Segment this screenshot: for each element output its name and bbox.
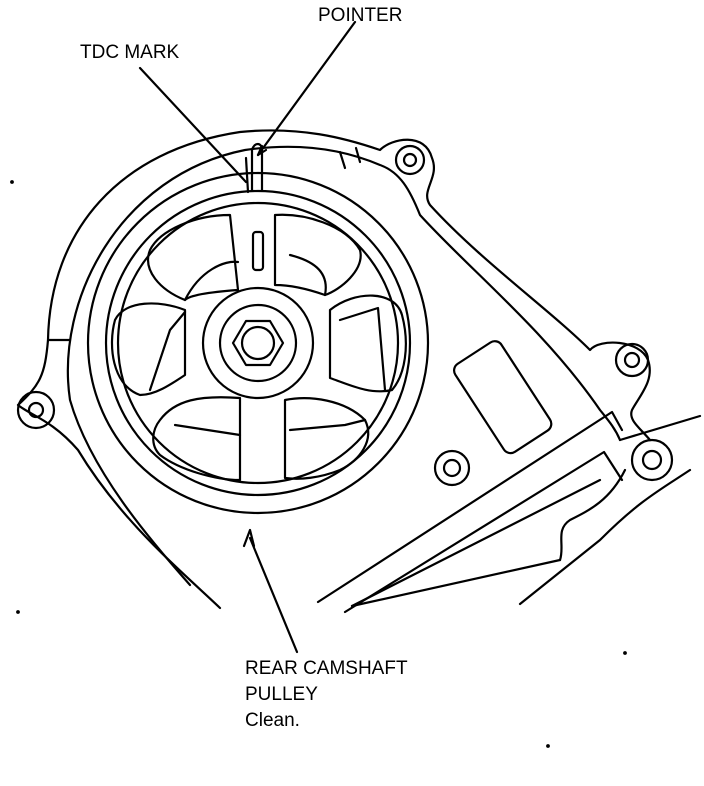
pulley-leader-arrow <box>242 528 256 548</box>
lower-housing-line-2 <box>343 450 624 614</box>
pointer-leader-arrow <box>256 144 268 157</box>
pulley-bolt-center <box>240 325 276 361</box>
right-edge-line <box>618 414 702 442</box>
pulley-hub <box>201 286 315 400</box>
lower-housing-line-1 <box>316 410 624 604</box>
spoke-window-left <box>110 302 187 397</box>
window-shade-4 <box>338 306 387 392</box>
cover-inner-rim <box>66 145 622 587</box>
spoke-window-bottom-left <box>152 396 242 482</box>
cover-outer-edge <box>16 129 652 610</box>
pulley-label: PULLEY <box>245 684 318 705</box>
clean-note-label: Clean. <box>245 710 300 731</box>
spoke-window-top-right <box>273 213 362 297</box>
spoke-window-top-left <box>147 213 240 302</box>
speck <box>546 744 550 748</box>
pulley-hub-inner <box>218 303 298 383</box>
window-shade-6 <box>288 418 367 432</box>
tdc-mark-label: TDC MARK <box>80 42 180 63</box>
pulley-bolt-hex <box>231 319 285 367</box>
lower-housing-curve <box>558 468 627 562</box>
pulley-rim <box>104 189 412 497</box>
pointer-leader-line <box>256 20 357 157</box>
boss-right-outer <box>614 342 650 378</box>
tdc-mark <box>244 156 250 194</box>
cover-top-notch <box>338 146 362 170</box>
boss-left-outer <box>16 390 56 430</box>
speck <box>623 651 627 655</box>
pulley-slot <box>251 230 265 272</box>
window-shade-2 <box>288 253 327 297</box>
inspection-window <box>453 340 553 455</box>
lower-housing-line-4 <box>350 558 562 608</box>
lower-housing-line-3 <box>350 478 602 608</box>
boss-lower-outer <box>433 449 471 487</box>
boss-top-right-inner <box>402 152 418 168</box>
window-shade-5 <box>173 423 242 437</box>
lower-housing-tail <box>518 468 692 606</box>
window-shade-3 <box>148 310 187 392</box>
boss-far-right-outer <box>630 438 674 482</box>
boss-lower-inner <box>442 458 462 478</box>
tdc-leader-line <box>138 66 248 184</box>
pulley-inner-rim <box>116 201 400 485</box>
boss-far-right-inner <box>641 449 663 471</box>
boss-right-inner <box>623 351 641 369</box>
boss-top-right-outer <box>394 144 426 176</box>
spoke-window-bottom-right <box>283 397 370 480</box>
pulley-leader-line <box>248 536 299 654</box>
rear-camshaft-label: REAR CAMSHAFT <box>245 658 408 679</box>
pulley-outer-ring <box>86 171 430 515</box>
spoke-window-right <box>328 294 407 393</box>
window-shade-1 <box>183 260 240 302</box>
boss-left-inner <box>27 401 45 419</box>
speck <box>16 610 20 614</box>
pointer-label: POINTER <box>318 5 403 26</box>
speck <box>10 180 14 184</box>
